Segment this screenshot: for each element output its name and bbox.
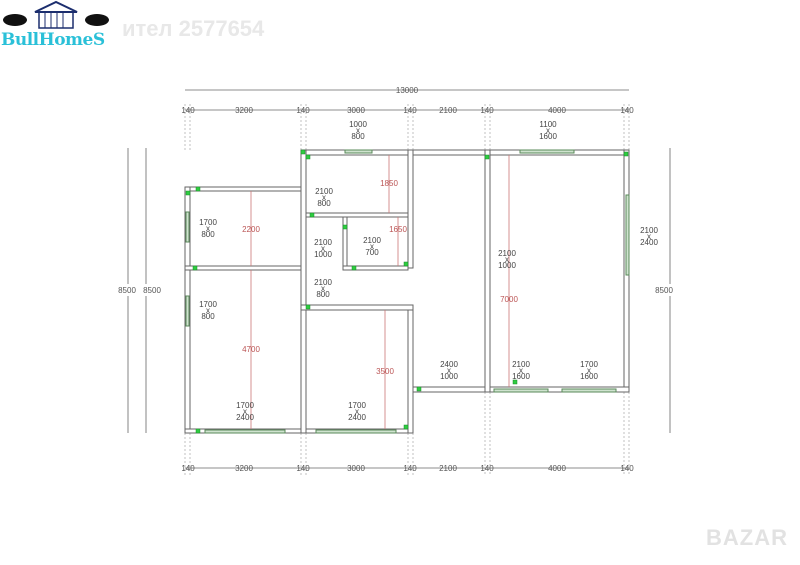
svg-text:1700: 1700 [236, 401, 254, 410]
svg-text:2100: 2100 [640, 226, 658, 235]
dim-seg-3: 2100 [439, 464, 457, 473]
svg-text:2100: 2100 [498, 249, 516, 258]
dim-seg-3: 2100 [439, 106, 457, 115]
dim-wall: 140 [480, 106, 494, 115]
svg-text:2400: 2400 [348, 413, 366, 422]
dim-wall: 140 [296, 464, 310, 473]
dim-seg-1: 3200 [235, 106, 253, 115]
svg-text:2100: 2100 [363, 236, 381, 245]
svg-text:2400: 2400 [640, 238, 658, 247]
dim-wall: 140 [620, 106, 634, 115]
svg-text:1600: 1600 [512, 372, 530, 381]
svg-text:x: x [546, 126, 550, 135]
dim-seg-2: 3000 [347, 464, 365, 473]
svg-text:2400: 2400 [440, 360, 458, 369]
svg-text:1600: 1600 [539, 132, 557, 141]
dim-seg-4: 4000 [548, 106, 566, 115]
svg-text:1700: 1700 [580, 360, 598, 369]
depth-label: 1650 [389, 225, 407, 234]
dim-seg-2: 3000 [347, 106, 365, 115]
dim-wall: 140 [403, 106, 417, 115]
vertical-dimensions: 8500 8500 8500 [114, 148, 678, 433]
bazar-logo: BAZAR [706, 525, 788, 550]
svg-text:x: x [322, 193, 326, 202]
house-logo-icon [3, 0, 109, 29]
svg-text:1700: 1700 [199, 218, 217, 227]
depth-label: 4700 [242, 345, 260, 354]
svg-text:1700: 1700 [199, 300, 217, 309]
svg-text:x: x [519, 366, 523, 375]
top-dimension-chain: 140 3200 140 3000 140 2100 140 4000 140 [181, 104, 634, 475]
dim-height-right: 8500 [655, 286, 673, 295]
depth-label: 2200 [242, 225, 260, 234]
svg-text:800: 800 [201, 230, 215, 239]
svg-text:2100: 2100 [315, 187, 333, 196]
svg-text:700: 700 [365, 248, 379, 257]
watermark: ител 2577654 [122, 16, 265, 41]
svg-text:x: x [321, 284, 325, 293]
dim-wall: 140 [403, 464, 417, 473]
dim-total: 13000 [396, 86, 419, 95]
dim-wall: 140 [296, 106, 310, 115]
svg-text:x: x [206, 224, 210, 233]
svg-text:x: x [321, 244, 325, 253]
svg-text:2100: 2100 [314, 238, 332, 247]
room-depth-lines [250, 155, 510, 429]
svg-text:2100: 2100 [512, 360, 530, 369]
dim-height-outer: 8500 [118, 286, 136, 295]
svg-text:x: x [243, 407, 247, 416]
svg-text:1000: 1000 [498, 261, 516, 270]
windows [185, 149, 630, 434]
svg-text:x: x [356, 126, 360, 135]
bullhomes-logo: BullHomeS [0, 0, 112, 50]
bottom-dimension-chain: 140 3200 140 3000 140 2100 140 4000 140 [181, 464, 634, 473]
svg-text:1100: 1100 [539, 120, 557, 129]
dim-wall: 140 [181, 106, 195, 115]
dim-wall: 140 [620, 464, 634, 473]
dim-seg-4: 4000 [548, 464, 566, 473]
svg-text:x: x [587, 366, 591, 375]
depth-label: 3500 [376, 367, 394, 376]
svg-text:x: x [447, 366, 451, 375]
depth-label: 1850 [380, 179, 398, 188]
dim-wall: 140 [181, 464, 195, 473]
dim-seg-1: 3200 [235, 464, 253, 473]
svg-text:x: x [370, 242, 374, 251]
svg-text:800: 800 [316, 290, 330, 299]
svg-text:800: 800 [317, 199, 331, 208]
svg-text:x: x [647, 232, 651, 241]
dim-wall: 140 [480, 464, 494, 473]
dim-height-inner: 8500 [143, 286, 161, 295]
svg-text:800: 800 [351, 132, 365, 141]
depth-label: 7000 [500, 295, 518, 304]
svg-text:1700: 1700 [348, 401, 366, 410]
svg-text:1600: 1600 [580, 372, 598, 381]
svg-text:2400: 2400 [236, 413, 254, 422]
svg-text:2100: 2100 [314, 278, 332, 287]
corner-markers [185, 149, 629, 434]
svg-text:x: x [355, 407, 359, 416]
svg-text:1000: 1000 [314, 250, 332, 259]
svg-text:x: x [206, 306, 210, 315]
logo-text: BullHomeS [1, 30, 105, 50]
svg-text:800: 800 [201, 312, 215, 321]
svg-text:1000: 1000 [349, 120, 367, 129]
svg-text:1000: 1000 [440, 372, 458, 381]
svg-text:x: x [505, 255, 509, 264]
